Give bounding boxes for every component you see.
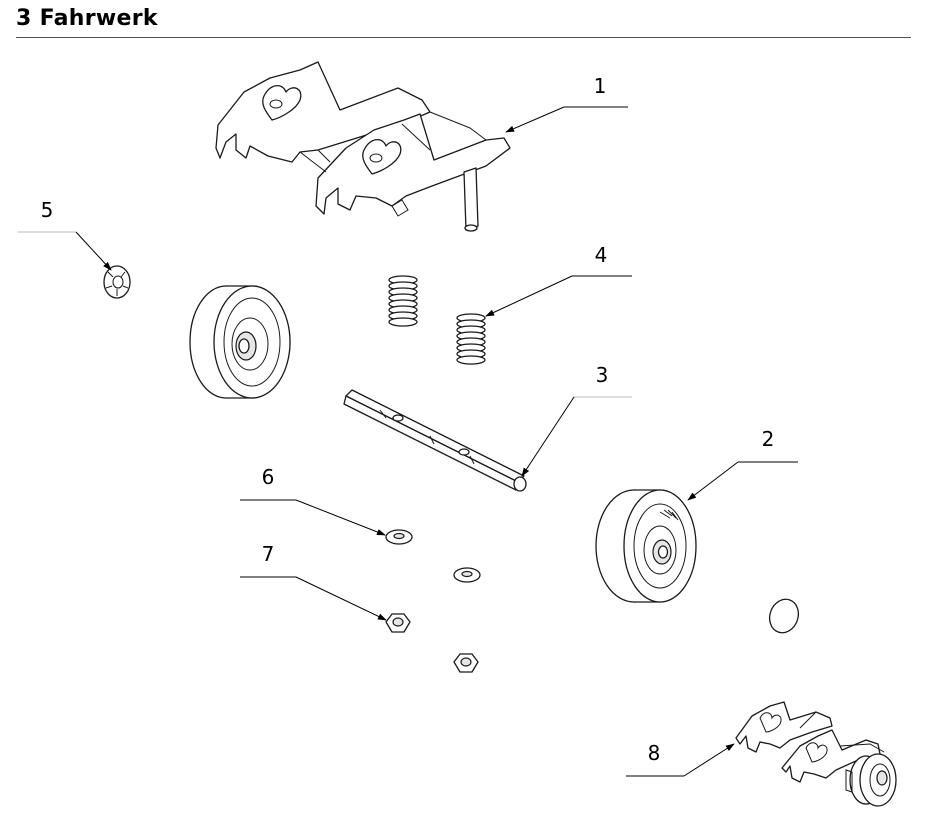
wheel-right-part[interactable] — [595, 489, 697, 603]
chassis-assembly-part[interactable] — [735, 701, 897, 807]
nut-part[interactable] — [385, 613, 479, 673]
axle-part[interactable] — [343, 389, 527, 492]
wheel-left-part[interactable] — [189, 285, 291, 399]
washer-part[interactable] — [385, 529, 481, 583]
callout-6: 6 — [240, 465, 386, 536]
callout-3-label: 3 — [596, 363, 609, 387]
spring-part[interactable] — [388, 275, 486, 365]
callout-5: 5 — [18, 198, 112, 271]
callout-8: 8 — [626, 741, 735, 777]
callout-3: 3 — [521, 363, 632, 477]
section-title: 3 Fahrwerk — [16, 6, 158, 31]
callout-7-label: 7 — [262, 542, 275, 566]
title-rule — [16, 37, 911, 38]
hub-cap-part[interactable] — [765, 595, 803, 637]
callout-1: 1 — [505, 74, 628, 133]
chassis-frame-part[interactable] — [215, 61, 511, 232]
callout-6-label: 6 — [262, 465, 275, 489]
starlock-washer-part[interactable] — [103, 265, 131, 299]
callout-4-label: 4 — [595, 243, 608, 267]
callout-8-label: 8 — [648, 741, 661, 765]
callout-5-label: 5 — [41, 198, 54, 222]
callout-2: 2 — [687, 427, 798, 501]
callout-1-label: 1 — [594, 74, 607, 98]
callout-2-label: 2 — [762, 427, 775, 451]
callout-7: 7 — [240, 542, 387, 621]
callout-4: 4 — [485, 243, 632, 317]
